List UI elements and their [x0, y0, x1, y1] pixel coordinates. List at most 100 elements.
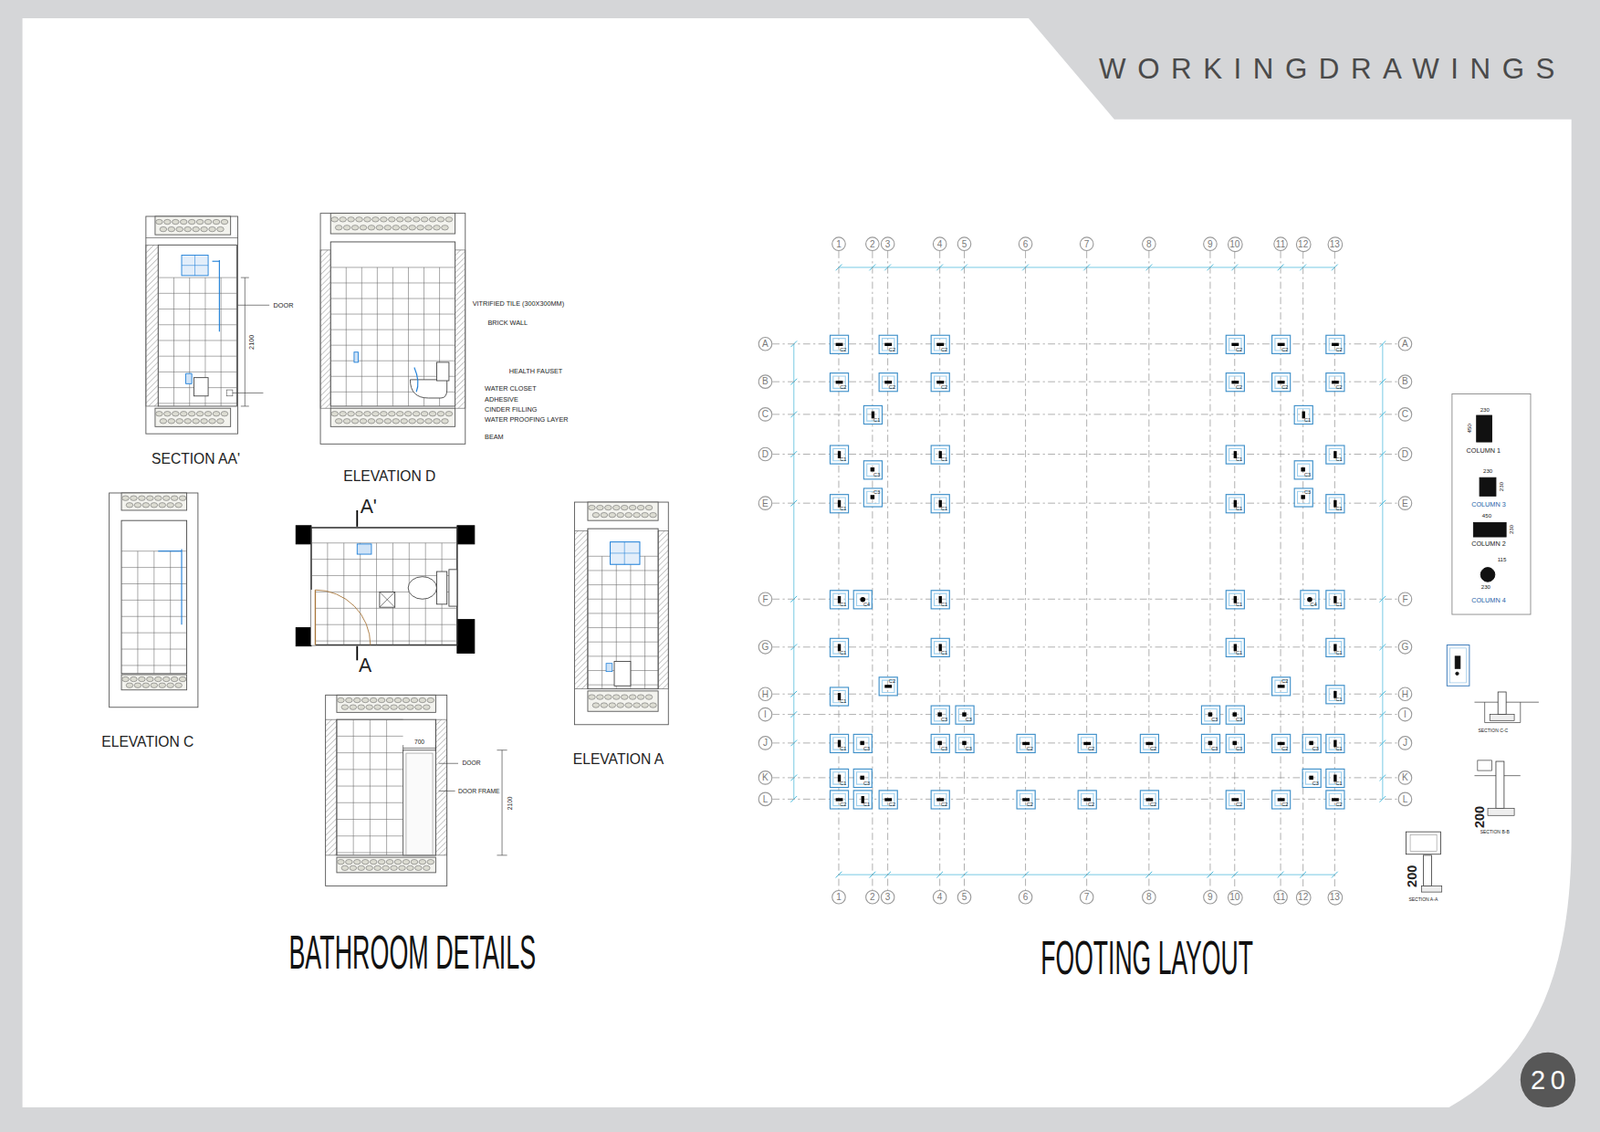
drawing-ellipse [150, 682, 158, 688]
drawing-line [311, 640, 458, 642]
drawing-ellipse [386, 858, 394, 864]
grid-bubble: I [1398, 707, 1413, 722]
drawing-ellipse [159, 226, 168, 231]
node-label: F [1401, 594, 1408, 604]
drawing-line [1381, 344, 1383, 800]
node-label: 7 [1084, 239, 1090, 249]
drawing-ellipse [380, 411, 388, 417]
drawing-rect [155, 216, 231, 235]
drawing-rect [146, 244, 158, 407]
column-mark [870, 467, 875, 471]
drawing-rect [157, 244, 237, 407]
drawing-ellipse [417, 418, 425, 424]
drawing-line [587, 598, 659, 600]
drawing-ellipse [351, 225, 359, 231]
drawing-ellipse [334, 418, 343, 424]
drawing-line [359, 543, 361, 646]
drawing-line [330, 360, 455, 362]
drawing-rect [311, 589, 315, 645]
dimension: 200 [1473, 805, 1487, 827]
column-mark [870, 494, 875, 499]
node-label: C3 [965, 745, 973, 752]
drawing-ellipse [400, 418, 408, 424]
dimension: 200 [1405, 864, 1420, 887]
drawing-line [587, 655, 659, 657]
grid-bubble: 13 [1327, 888, 1343, 905]
dimension: 230 [1508, 524, 1515, 534]
node-label: C2 [888, 384, 896, 390]
drawing-rect [457, 619, 475, 654]
drawing-ellipse [417, 225, 425, 231]
drawing-line [330, 313, 455, 315]
drawing-ellipse [625, 512, 633, 517]
drawing-line [379, 591, 396, 607]
grid-line [772, 343, 1398, 345]
drawing-rect [311, 527, 458, 646]
drawing-rect [121, 674, 188, 691]
drawing-ellipse [608, 702, 617, 708]
drawing-line [601, 555, 603, 689]
drawing-line [311, 575, 458, 576]
drawing-rect [354, 352, 358, 363]
drawing-ellipse [445, 411, 453, 417]
drawing-rect [1487, 807, 1515, 816]
drawing-line [379, 591, 396, 607]
column-mark [1276, 797, 1285, 801]
drawing-ellipse [392, 225, 400, 231]
drawing-ellipse [179, 411, 188, 417]
node-label: 13 [1329, 239, 1340, 249]
drawing-ellipse [372, 217, 380, 222]
column-mark [1231, 797, 1239, 801]
drawing-rect [1454, 656, 1461, 669]
drawing-ellipse [649, 702, 658, 708]
drawing-ellipse [428, 217, 437, 222]
drawing-line [336, 835, 404, 837]
node-label: D [762, 449, 769, 459]
node-label: C2 [1281, 384, 1288, 390]
grid-bubble: 12 [1295, 888, 1311, 905]
grid-bubble: C [758, 407, 774, 422]
drawing-ellipse [170, 676, 178, 681]
drawing-ellipse [170, 495, 178, 501]
drawing-ellipse [637, 694, 645, 700]
drawing-ellipse [167, 682, 175, 688]
drawing-ellipse [200, 418, 209, 424]
drawing-ellipse [427, 858, 435, 864]
node-label: 12 [1297, 892, 1308, 902]
footing-box: C2 [1139, 789, 1159, 809]
drawing-rect [449, 569, 458, 607]
node-label: C1 [863, 801, 870, 807]
drawing-ellipse [641, 512, 649, 517]
node-label: C2 [839, 346, 847, 353]
drawing-ellipse [355, 217, 364, 222]
drawing-ellipse [339, 411, 347, 417]
column-mark [836, 643, 840, 651]
drawing-line [587, 612, 659, 614]
node-label: C2 [888, 678, 896, 684]
grid-bubble: 12 [1295, 236, 1311, 252]
grid-line [837, 250, 839, 890]
drawing-line [121, 632, 188, 634]
drawing-line [244, 277, 246, 407]
drawing-line [157, 292, 237, 294]
footing-box: C2 [878, 334, 898, 354]
drawing-ellipse [345, 858, 354, 864]
drawing-ellipse [605, 504, 613, 510]
drawing-ellipse [612, 694, 620, 700]
drawing-ellipse [418, 697, 427, 702]
drawing-line [439, 763, 459, 764]
footing-box: C2 [1270, 676, 1290, 696]
drawing-rect [146, 216, 239, 434]
grid-bubble: G [758, 639, 774, 655]
drawing-line [496, 854, 507, 856]
drawing-ellipse [596, 694, 605, 700]
grid-bubble: 5 [957, 889, 973, 905]
grid-bubble: E [1398, 495, 1413, 511]
node-label: B [762, 376, 769, 387]
drawing-ellipse [400, 225, 408, 231]
node-label: C2 [1150, 801, 1157, 807]
column-mark [1233, 643, 1236, 651]
column-mark [1208, 741, 1213, 745]
grid-bubble: K [758, 770, 774, 785]
grid-bubble: H [1398, 686, 1413, 701]
